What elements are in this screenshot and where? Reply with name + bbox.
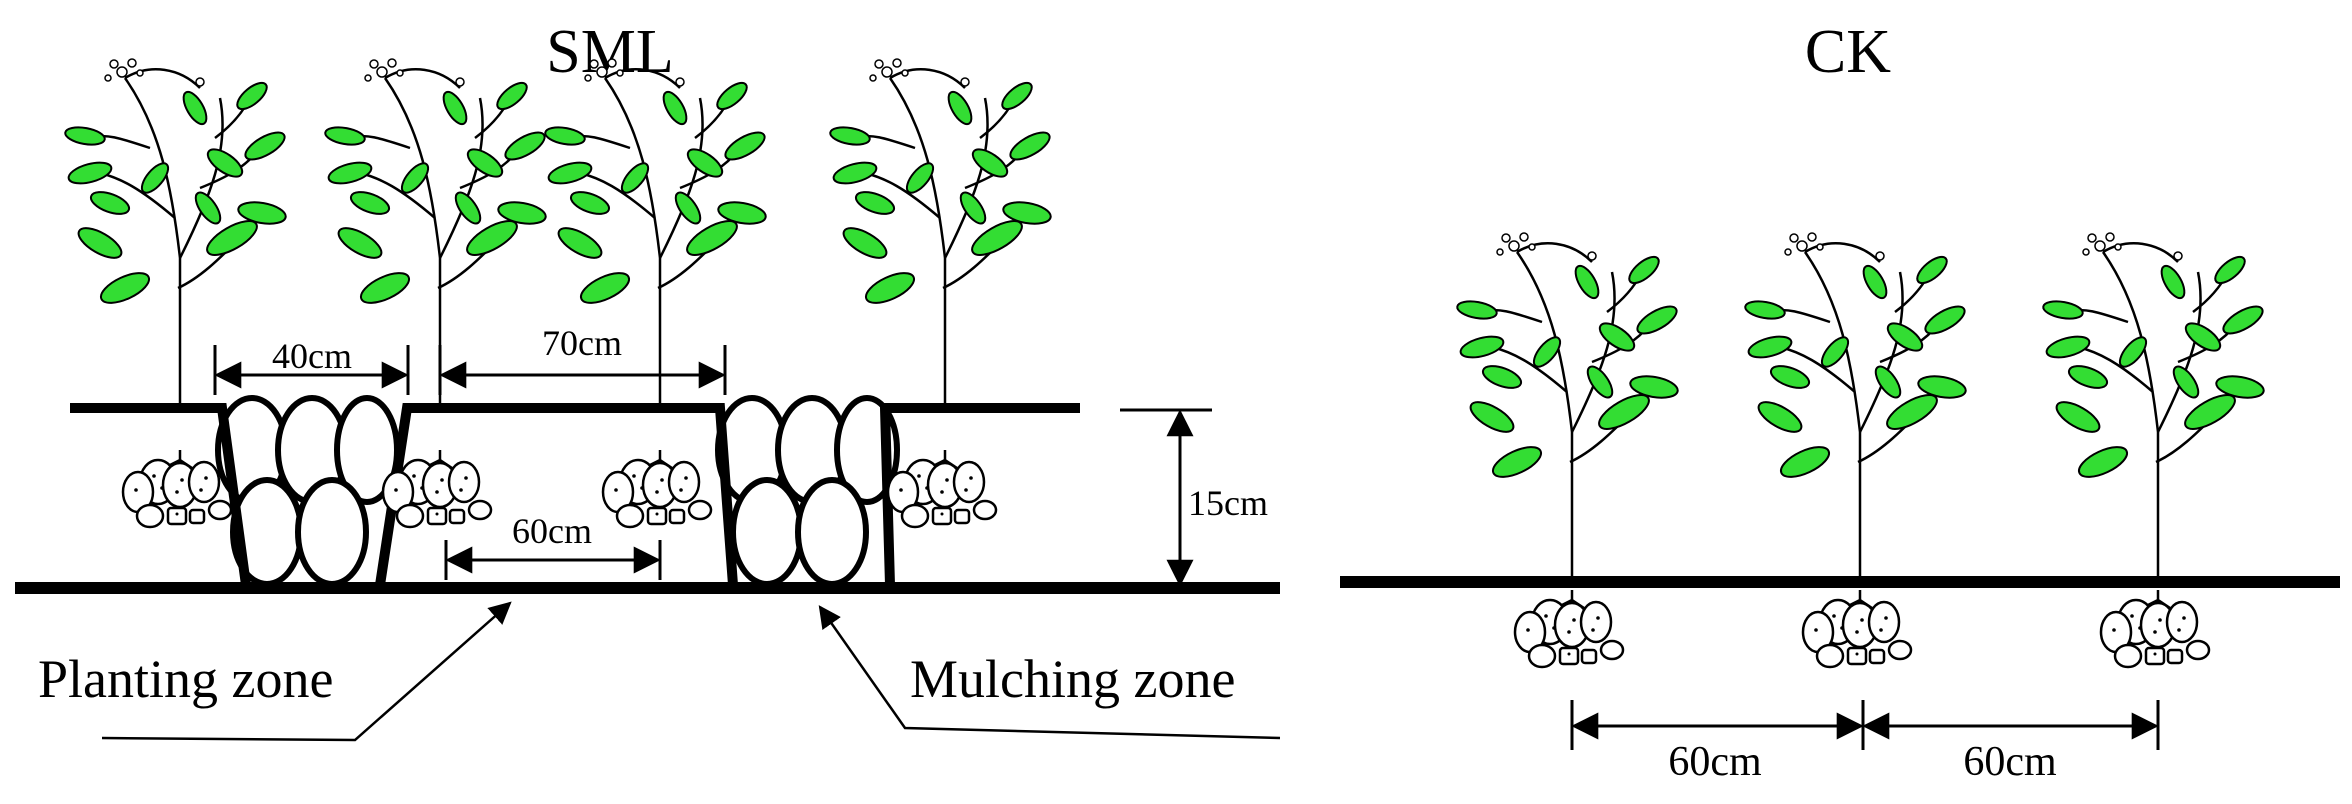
potato-plant-icon bbox=[2040, 231, 2268, 584]
leader-arrow-planting-zone bbox=[101, 601, 512, 742]
potato-plant-icon bbox=[827, 57, 1055, 410]
tuber-cluster-icon bbox=[886, 448, 998, 529]
label-planting-zone: Planting zone bbox=[38, 649, 333, 709]
ck-title: CK bbox=[1805, 18, 1891, 86]
potato-plant-icon bbox=[1454, 231, 1682, 584]
ck-dimension-label-right: 60cm bbox=[1963, 739, 2057, 785]
tuber-cluster-icon bbox=[2099, 588, 2211, 669]
potato-plant-icon bbox=[1742, 231, 1970, 584]
label-mulching-zone: Mulching zone bbox=[910, 649, 1235, 709]
dimension-label-40cm: 40cm bbox=[272, 336, 352, 376]
tuber-cluster-icon bbox=[121, 448, 233, 529]
leader-arrow-mulching-zone bbox=[818, 605, 1281, 740]
dimension-label-60cm: 60cm bbox=[512, 511, 592, 551]
tuber-cluster-icon bbox=[1513, 588, 1625, 669]
ck-dimension-label-left: 60cm bbox=[1668, 739, 1762, 785]
potato-plant-icon bbox=[322, 57, 550, 410]
tuber-cluster-icon bbox=[601, 448, 713, 529]
dimension-label-70cm: 70cm bbox=[542, 323, 622, 363]
potato-plant-icon bbox=[62, 57, 290, 410]
tuber-cluster-icon bbox=[1801, 588, 1913, 669]
mulch-straw-bundle-icon-right bbox=[718, 398, 897, 584]
dimension-label-15cm: 15cm bbox=[1188, 483, 1268, 523]
